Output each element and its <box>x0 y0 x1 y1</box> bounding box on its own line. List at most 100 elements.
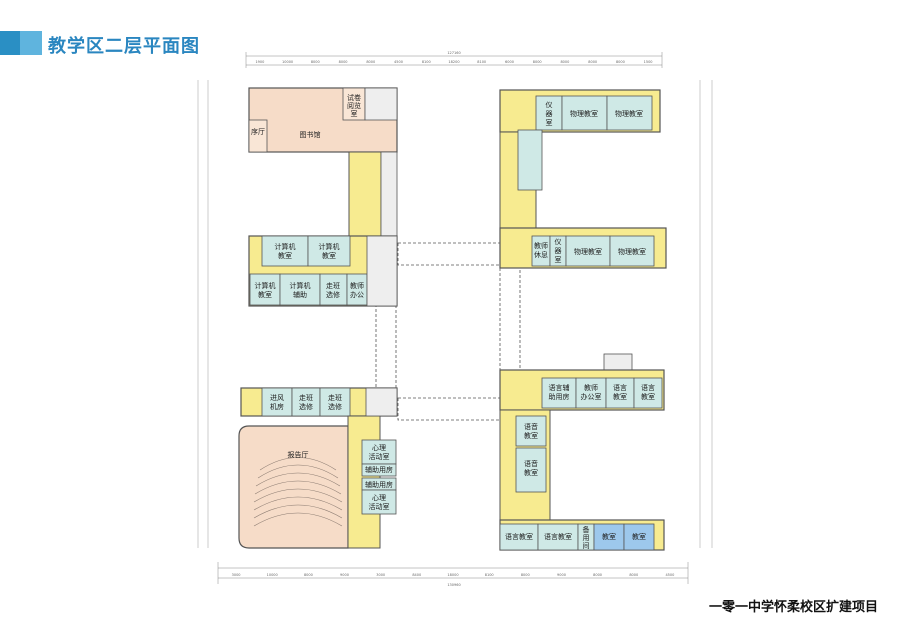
label-instr1-b: 器 <box>546 110 553 118</box>
label-spare-c: 间 <box>583 542 590 550</box>
top-segment-dimension: 8100 <box>422 60 431 64</box>
top-segment-dimension: 1500 <box>644 60 653 64</box>
label-psych2-a: 心理 <box>372 494 386 502</box>
auditorium-seating <box>253 457 343 527</box>
label-reading-3: 室 <box>351 109 358 118</box>
computer-room-1 <box>261 235 309 267</box>
voice-room-1 <box>515 415 547 447</box>
bottom-segment-dimension: 8000 <box>521 573 530 577</box>
label-aux2: 辅助用房 <box>365 480 393 489</box>
label-walk2-b: 选修 <box>299 402 313 411</box>
bridge-corridors <box>375 242 521 421</box>
label-lang4-a: 语音 <box>524 459 538 468</box>
teacher-office-2 <box>575 377 607 409</box>
label-spare-a: 备 <box>583 525 590 534</box>
label-comp1-b: 教室 <box>278 251 292 260</box>
label-instr2-a: 仪 <box>555 238 562 246</box>
west-south-block <box>238 387 398 549</box>
language-aux-room <box>541 377 577 409</box>
label-rest-a: 教师 <box>534 241 548 250</box>
bottom-segment-dimension: 10000 <box>267 573 278 577</box>
label-lang5: 语言教室 <box>505 532 533 541</box>
side-dimension-lines <box>197 80 713 548</box>
label-langaux-b: 助用房 <box>549 392 570 401</box>
top-segment-dimension: 8000 <box>311 60 320 64</box>
top-total-dimension: 127160 <box>447 51 460 55</box>
label-comp3-a: 计算机 <box>255 281 276 290</box>
physics-room-1 <box>561 95 608 131</box>
label-psych1-b: 活动室 <box>369 452 390 461</box>
roof-stair <box>603 353 633 371</box>
top-segment-dimension: 6000 <box>505 60 514 64</box>
label-phys3: 物理教室 <box>574 247 602 256</box>
stair-core-3 <box>365 387 398 417</box>
label-lang2-a: 语言 <box>641 383 655 392</box>
label-walk1-a: 走班 <box>326 281 340 290</box>
physics-room-3 <box>565 235 611 267</box>
label-instr1-c: 室 <box>546 118 553 127</box>
label-teacher-a: 教师 <box>350 281 364 290</box>
top-dimension-lines <box>245 52 663 68</box>
project-name: 一零一中学怀柔校区扩建项目 <box>708 600 878 615</box>
label-teacher-b: 办公 <box>350 290 364 299</box>
bottom-segment-dimension: 8100 <box>485 573 494 577</box>
label-instr1-a: 仪 <box>546 101 553 109</box>
language-room-3 <box>499 523 539 551</box>
page-title: 教学区二层平面图 <box>48 36 200 57</box>
label-foyer: 序厅 <box>251 127 265 136</box>
bottom-segment-dimension: 8400 <box>412 573 421 577</box>
label-compaux-a: 计算机 <box>290 281 311 290</box>
label-cls2: 教室 <box>632 532 646 541</box>
psych-room-1 <box>361 439 397 465</box>
label-walk3-a: 走班 <box>328 393 342 402</box>
label-lang3-b: 教室 <box>524 431 538 440</box>
bottom-dimension-lines <box>217 562 689 584</box>
top-segment-dimension: 8000 <box>339 60 348 64</box>
elective-room-3 <box>319 387 351 417</box>
psych-room-2 <box>361 489 397 515</box>
top-segment-dimension: 18200 <box>448 60 459 64</box>
label-lang4-b: 教室 <box>524 468 538 477</box>
side-room-1 <box>517 129 543 191</box>
physics-room-4 <box>609 235 655 267</box>
label-cls1: 教室 <box>602 532 616 541</box>
instrument-room-1 <box>535 95 563 131</box>
language-room-2 <box>633 377 663 409</box>
label-comp2-b: 教室 <box>322 251 336 260</box>
top-segment-dimension: 8000 <box>533 60 542 64</box>
east-south-block <box>499 353 665 551</box>
label-instr2-c: 室 <box>555 255 562 264</box>
voice-room-2 <box>515 447 547 493</box>
bottom-segment-dimension: 3000 <box>376 573 385 577</box>
label-langaux-a: 语言辅 <box>549 383 570 392</box>
label-phys2: 物理教室 <box>615 109 643 118</box>
bottom-segment-dimension: 4500 <box>665 573 674 577</box>
label-walk1-b: 选修 <box>326 290 340 299</box>
bottom-segment-dimension: 18000 <box>447 573 458 577</box>
label-lang3-a: 语音 <box>524 422 538 431</box>
bottom-segment-dimension: 9000 <box>340 573 349 577</box>
top-segment-dimension: 10000 <box>282 60 293 64</box>
label-auditorium: 报告厅 <box>288 450 309 459</box>
physics-room-2 <box>606 95 653 131</box>
label-reading-2: 阅览 <box>347 101 361 110</box>
computer-aux-room <box>279 273 321 306</box>
label-reading-1: 试卷 <box>347 93 361 102</box>
label-comp3-b: 教室 <box>258 290 272 299</box>
top-segment-dimension: 8000 <box>366 60 375 64</box>
label-psych1-a: 心理 <box>372 444 386 452</box>
foyer <box>248 119 268 153</box>
label-foyer-1: 序厅 <box>251 127 265 136</box>
computer-room-3 <box>249 273 281 306</box>
label-psych2-b: 活动室 <box>369 502 390 511</box>
aux-room-1 <box>361 463 397 477</box>
label-walk2-a: 走班 <box>299 393 313 402</box>
label-lang6: 语言教室 <box>544 532 572 541</box>
bottom-total-dimension: 130960 <box>447 583 460 587</box>
label-rest-b: 休息 <box>534 250 548 259</box>
service-core <box>380 151 398 237</box>
east-north-block <box>499 89 667 269</box>
corridor-vertical <box>348 151 382 237</box>
stair-core-2 <box>366 235 398 307</box>
